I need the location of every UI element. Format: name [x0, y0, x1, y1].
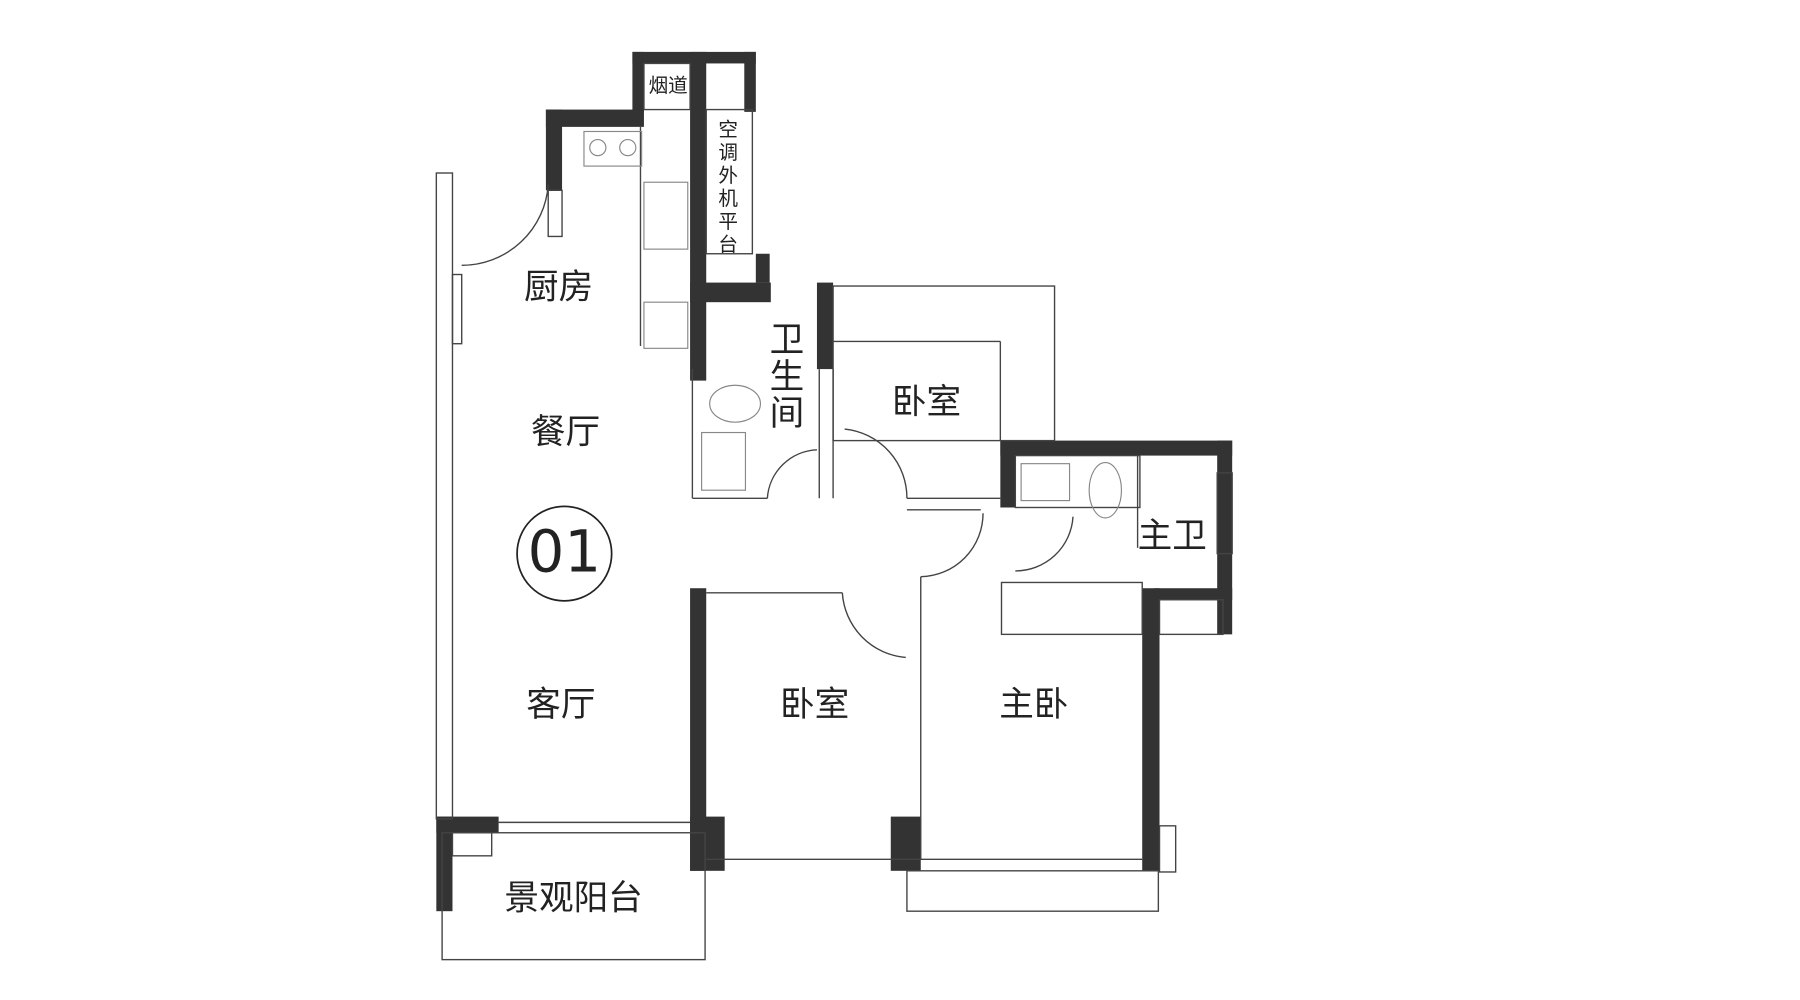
svg-text:空: 空	[718, 118, 738, 141]
label-flue: 烟道	[649, 74, 688, 97]
label-balcony: 景观阳台	[504, 879, 642, 919]
svg-text:外: 外	[718, 164, 738, 187]
label-ac-platform: 空 调 外 机 平 台	[718, 118, 738, 256]
svg-text:卫: 卫	[770, 320, 805, 360]
svg-text:机: 机	[718, 187, 738, 210]
unit-number: 01	[528, 518, 601, 586]
walls	[436, 51, 1233, 912]
partitions	[435, 62, 1233, 961]
door-swings	[461, 184, 1074, 659]
label-kitchen: 厨房	[524, 267, 593, 307]
svg-text:台: 台	[718, 233, 738, 256]
svg-text:调: 调	[718, 141, 738, 164]
svg-text:间: 间	[770, 394, 805, 434]
svg-text:生: 生	[770, 357, 805, 397]
label-bedroom-south: 卧室	[780, 685, 849, 725]
unit-badge	[516, 505, 613, 602]
label-dining: 餐厅	[531, 413, 600, 453]
label-bathroom: 卫 生 间	[770, 320, 805, 434]
label-master-bedroom: 主卧	[999, 685, 1068, 725]
label-bedroom-north: 卧室	[892, 383, 961, 423]
label-living: 客厅	[526, 685, 595, 725]
label-master-bath: 主卫	[1138, 516, 1207, 556]
svg-text:平: 平	[718, 210, 738, 233]
